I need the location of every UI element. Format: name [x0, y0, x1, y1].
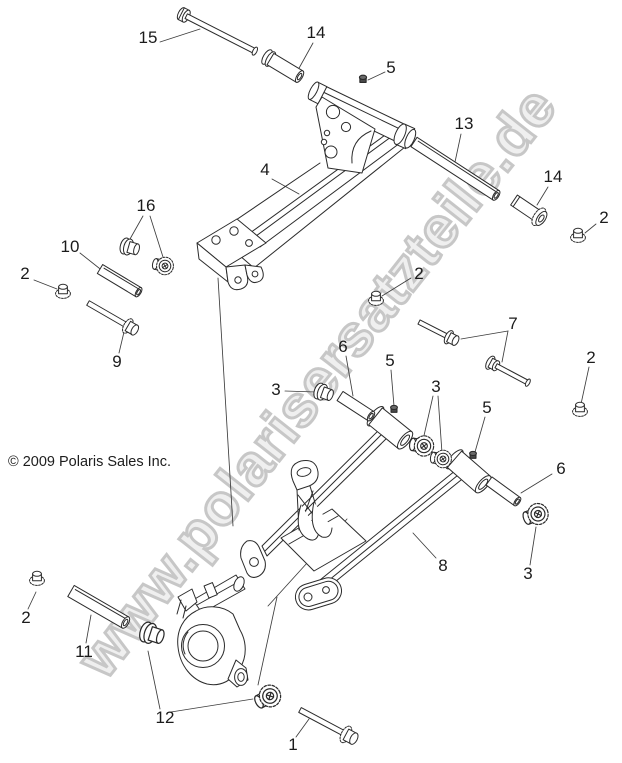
- callout-4: 4: [260, 160, 270, 179]
- part-bushing-16-a: [117, 236, 142, 259]
- callout-3: 3: [431, 377, 441, 396]
- callout-16: 16: [136, 196, 156, 215]
- part-front-radius-arm: [240, 405, 414, 578]
- part-bolt-1: [298, 707, 359, 745]
- callout-15: 15: [138, 28, 158, 47]
- part-bolt-7-b: [485, 355, 531, 387]
- part-spacer-14-top: [261, 49, 305, 83]
- part-bolt-14-right: [510, 194, 548, 227]
- callout-8: 8: [438, 556, 448, 575]
- callout-2: 2: [20, 264, 30, 283]
- part-shaft-13: [410, 136, 501, 201]
- part-nut-2-bottom-left: [29, 570, 45, 586]
- callout-7: 7: [508, 314, 518, 333]
- callout-11: 11: [75, 642, 93, 661]
- callout-12: 12: [155, 708, 175, 727]
- part-rear-radius-arm-8: [319, 449, 492, 591]
- callout-9: 9: [112, 352, 122, 371]
- part-screw-5-rear: [469, 450, 477, 459]
- part-tube-11: [67, 584, 131, 629]
- part-upper-a-arm-4: [196, 81, 417, 291]
- part-bolt-9: [86, 300, 140, 336]
- part-nut-2-left: [55, 283, 71, 299]
- callout-14: 14: [306, 23, 326, 42]
- callout-10: 10: [60, 237, 80, 256]
- callout-2: 2: [414, 264, 424, 283]
- copyright-text: © 2009 Polaris Sales Inc.: [8, 454, 172, 470]
- part-screw-5-front: [390, 404, 398, 413]
- part-spacer-6-rear: [485, 476, 522, 507]
- part-mount-plate: [294, 577, 343, 611]
- part-pivot-bracket: [280, 460, 367, 572]
- callout-14: 14: [543, 167, 563, 186]
- callout-13: 13: [454, 114, 474, 133]
- callout-2: 2: [21, 608, 31, 627]
- part-nut-2-top-right: [570, 227, 586, 243]
- part-bushing-3-rear: [519, 500, 552, 530]
- part-bushing-12-right: [250, 680, 286, 714]
- callout-3: 3: [523, 564, 533, 583]
- part-screw-5-top: [358, 74, 368, 83]
- part-nut-2-right: [572, 401, 588, 417]
- leader-lines: [27, 28, 597, 738]
- callout-3: 3: [271, 380, 281, 399]
- part-bushing-12-left: [136, 619, 168, 649]
- callout-5: 5: [482, 398, 492, 417]
- part-tube-10: [96, 264, 143, 298]
- callout-6: 6: [338, 337, 348, 356]
- callout-1: 1: [288, 735, 298, 754]
- part-knuckle: [176, 574, 249, 688]
- part-bushing-16-b: [150, 254, 176, 277]
- callout-5: 5: [386, 58, 396, 77]
- callout-2: 2: [586, 348, 596, 367]
- part-bolt-7-a: [417, 319, 460, 346]
- part-bolt-15: [176, 7, 259, 56]
- part-spacer-6-front: [336, 390, 376, 422]
- part-bushing-3-front: [311, 381, 337, 405]
- callout-2: 2: [599, 208, 609, 227]
- part-nut-2-mid: [368, 290, 384, 306]
- callout-6: 6: [556, 459, 566, 478]
- callout-5: 5: [385, 351, 395, 370]
